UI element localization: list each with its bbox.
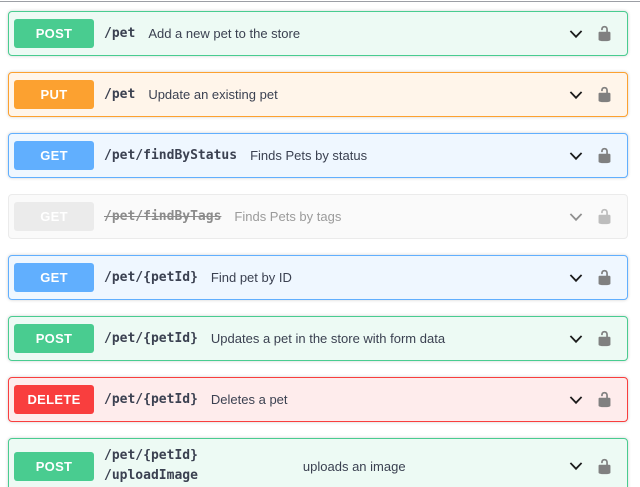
endpoint-path: /pet/findByStatus bbox=[104, 148, 238, 163]
expand-operation-button[interactable] bbox=[567, 208, 585, 226]
authorize-button[interactable] bbox=[596, 208, 613, 225]
unlock-icon bbox=[598, 330, 611, 347]
method-badge: GET bbox=[14, 202, 94, 231]
expand-operation-button[interactable] bbox=[567, 391, 585, 409]
endpoint-description: Find pet by ID bbox=[210, 270, 292, 285]
unlock-icon bbox=[598, 208, 611, 225]
operation-row-post-petid: POST /pet/{petId} Updates a pet in the s… bbox=[8, 316, 628, 361]
method-badge: GET bbox=[14, 263, 94, 292]
endpoint-description: Finds Pets by tags bbox=[234, 209, 342, 224]
operation-summary[interactable]: POST /pet/{petId} /uploadImage uploads an… bbox=[9, 439, 627, 487]
endpoint-description: Updates a pet in the store with form dat… bbox=[210, 331, 446, 346]
method-badge: GET bbox=[14, 141, 94, 170]
operation-summary[interactable]: GET /pet/findByStatus Finds Pets by stat… bbox=[9, 134, 627, 177]
chevron-down-icon bbox=[569, 212, 583, 221]
expand-operation-button[interactable] bbox=[567, 269, 585, 287]
endpoint-path: /pet/{petId} bbox=[104, 270, 198, 285]
operation-summary[interactable]: DELETE /pet/{petId} Deletes a pet bbox=[9, 378, 627, 421]
endpoint-description: Deletes a pet bbox=[210, 392, 288, 407]
endpoint-path: /pet bbox=[104, 26, 136, 41]
chevron-down-icon bbox=[569, 273, 583, 282]
chevron-down-icon bbox=[569, 334, 583, 343]
authorize-button[interactable] bbox=[596, 391, 613, 408]
operation-summary[interactable]: GET /pet/{petId} Find pet by ID bbox=[9, 256, 627, 299]
method-badge: PUT bbox=[14, 80, 94, 109]
operation-summary[interactable]: POST /pet/{petId} Updates a pet in the s… bbox=[9, 317, 627, 360]
endpoint-description: uploads an image bbox=[302, 458, 406, 474]
expand-operation-button[interactable] bbox=[567, 25, 585, 43]
authorize-button[interactable] bbox=[596, 25, 613, 42]
chevron-down-icon bbox=[569, 90, 583, 99]
expand-operation-button[interactable] bbox=[567, 330, 585, 348]
unlock-icon bbox=[598, 458, 611, 474]
chevron-down-icon bbox=[569, 151, 583, 160]
unlock-icon bbox=[598, 391, 611, 408]
method-badge: DELETE bbox=[14, 385, 94, 414]
unlock-icon bbox=[598, 86, 611, 103]
method-badge: POST bbox=[14, 324, 94, 353]
operation-row-get-petid: GET /pet/{petId} Find pet by ID bbox=[8, 255, 628, 300]
expand-operation-button[interactable] bbox=[567, 457, 585, 475]
expand-operation-button[interactable] bbox=[567, 147, 585, 165]
chevron-down-icon bbox=[569, 395, 583, 404]
endpoint-description: Add a new pet to the store bbox=[148, 26, 301, 41]
unlock-icon bbox=[598, 25, 611, 42]
operation-row-delete-petid: DELETE /pet/{petId} Deletes a pet bbox=[8, 377, 628, 422]
authorize-button[interactable] bbox=[596, 458, 613, 475]
section-divider bbox=[0, 1, 640, 2]
authorize-button[interactable] bbox=[596, 330, 613, 347]
unlock-icon bbox=[598, 269, 611, 286]
chevron-down-icon bbox=[569, 462, 583, 471]
method-badge: POST bbox=[14, 451, 94, 481]
authorize-button[interactable] bbox=[596, 147, 613, 164]
operation-row-put-pet: PUT /pet Update an existing pet bbox=[8, 72, 628, 117]
endpoint-path: /pet/findByTags bbox=[104, 209, 222, 224]
endpoint-path: /pet/{petId} bbox=[104, 392, 198, 407]
chevron-down-icon bbox=[569, 29, 583, 38]
operation-row-get-findbytags-deprecated: GET /pet/findByTags Finds Pets by tags bbox=[8, 194, 628, 239]
endpoint-path: /pet/{petId} /uploadImage bbox=[104, 446, 198, 486]
expand-operation-button[interactable] bbox=[567, 86, 585, 104]
unlock-icon bbox=[598, 147, 611, 164]
operation-row-get-findbystatus: GET /pet/findByStatus Finds Pets by stat… bbox=[8, 133, 628, 178]
operation-summary[interactable]: GET /pet/findByTags Finds Pets by tags bbox=[9, 195, 627, 238]
method-badge: POST bbox=[14, 19, 94, 48]
endpoint-path: /pet bbox=[104, 87, 136, 102]
endpoint-path-line-2: /uploadImage bbox=[104, 468, 198, 484]
operation-summary[interactable]: POST /pet Add a new pet to the store bbox=[9, 12, 627, 55]
operation-row-post-uploadimage: POST /pet/{petId} /uploadImage uploads an… bbox=[8, 438, 628, 487]
operation-row-post-pet: POST /pet Add a new pet to the store bbox=[8, 11, 628, 56]
operation-summary[interactable]: PUT /pet Update an existing pet bbox=[9, 73, 627, 116]
authorize-button[interactable] bbox=[596, 86, 613, 103]
endpoint-description: Finds Pets by status bbox=[250, 148, 368, 163]
endpoint-path: /pet/{petId} bbox=[104, 331, 198, 346]
endpoint-description: Update an existing pet bbox=[148, 87, 278, 102]
endpoint-path-line-1: /pet/{petId} bbox=[104, 448, 198, 463]
authorize-button[interactable] bbox=[596, 269, 613, 286]
